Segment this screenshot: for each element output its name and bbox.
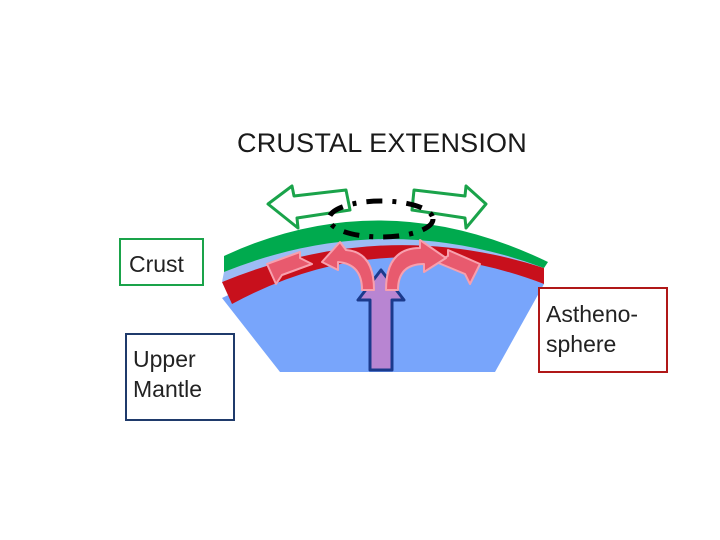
flow-arrow-right-curl (385, 239, 447, 291)
rift-zone-dashed-outline (326, 198, 436, 240)
crust-label: Crust (119, 238, 204, 286)
flow-arrow-left-outer (266, 251, 313, 285)
asthenosphere-label-line2: sphere (546, 331, 617, 357)
crust-layer (224, 220, 548, 272)
upper-mantle-label-line1: Upper (133, 346, 196, 372)
crust-label-text: Crust (129, 251, 184, 277)
flow-arrow-left-curl (321, 241, 375, 291)
diagram-title: CRUSTAL EXTENSION (237, 128, 527, 158)
upper-mantle-label: Upper Mantle (125, 333, 235, 421)
upper-mantle-label-line2: Mantle (133, 376, 203, 402)
asthenosphere-label: Astheno- sphere (538, 287, 668, 373)
lithospheric-mantle-band (222, 236, 544, 282)
extension-arrow-right (410, 184, 488, 230)
asthenosphere-label-line1: Astheno- (546, 301, 639, 327)
extension-arrow-left (266, 184, 352, 230)
